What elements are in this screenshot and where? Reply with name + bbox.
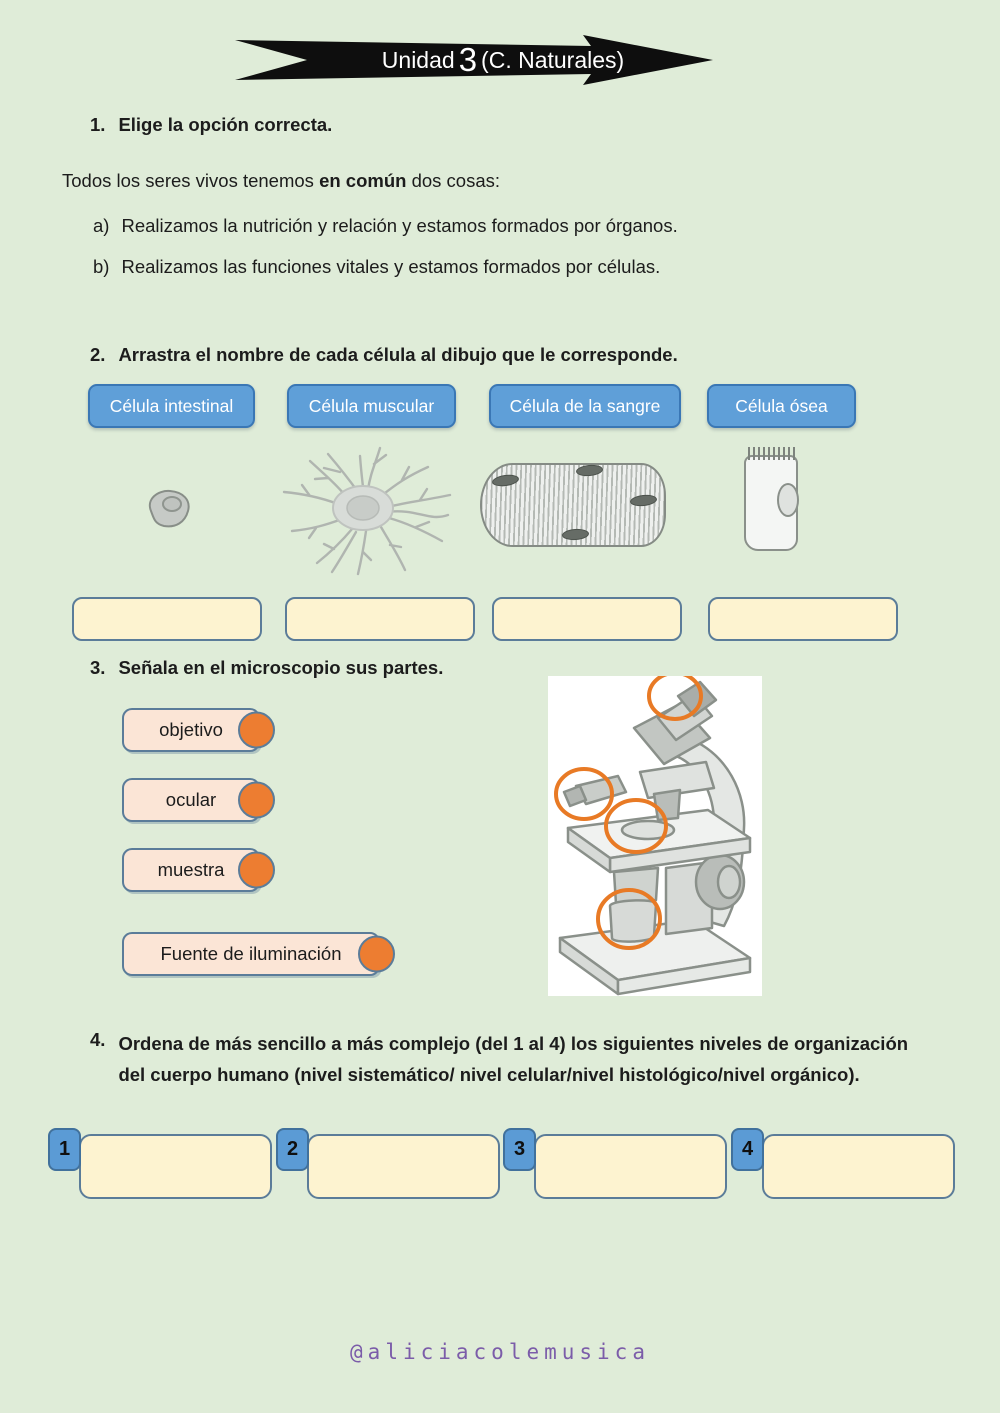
order-slot-3: 3 xyxy=(503,1128,729,1200)
bone-cell-icon xyxy=(282,446,452,576)
drag-chip-celula-intestinal[interactable]: Célula intestinal xyxy=(88,384,255,428)
question1-intro: Todos los seres vivos tenemos en común d… xyxy=(62,170,500,192)
microscope-icon xyxy=(554,676,752,996)
slot-number-badge: 2 xyxy=(276,1128,309,1171)
question1-heading: 1. Elige la opción correcta. xyxy=(90,113,332,136)
answer-box-cell-3[interactable] xyxy=(492,597,682,641)
answer-box-cell-2[interactable] xyxy=(285,597,475,641)
order-slot-1: 1 xyxy=(48,1128,274,1200)
order-answer-box-3[interactable] xyxy=(534,1134,727,1199)
muscle-cell-image xyxy=(480,463,666,547)
question4-heading: 4. Ordena de más sencillo a más complejo… xyxy=(90,1028,918,1090)
part-label-ocular[interactable]: ocular xyxy=(122,778,275,822)
eyepiece-marker-icon[interactable] xyxy=(647,676,703,721)
question1-number: 1. xyxy=(90,114,106,135)
blood-cell-icon xyxy=(148,489,190,528)
intro-text-post: dos cosas: xyxy=(406,170,501,191)
order-answer-box-2[interactable] xyxy=(307,1134,500,1199)
question3-heading: 3. Señala en el microscopio sus partes. xyxy=(90,656,443,679)
ocular-dot-icon[interactable] xyxy=(238,781,275,819)
banner-title-prefix: Unidad xyxy=(381,46,455,73)
order-slot-4: 4 xyxy=(731,1128,957,1200)
option-a[interactable]: a) Realizamos la nutrición y relación y … xyxy=(93,215,678,237)
part-label-text: objetivo xyxy=(159,719,223,740)
answer-box-cell-4[interactable] xyxy=(708,597,898,641)
order-answer-box-4[interactable] xyxy=(762,1134,955,1199)
microscope-image xyxy=(548,676,762,996)
option-b[interactable]: b) Realizamos las funciones vitales y es… xyxy=(93,256,660,278)
option-a-text: Realizamos la nutrición y relación y est… xyxy=(121,215,678,236)
banner-arrow-ribbon-icon xyxy=(235,35,713,85)
unit-banner: Unidad 3 (C. Naturales) xyxy=(235,32,713,88)
intro-text-pre: Todos los seres vivos tenemos xyxy=(62,170,320,191)
answer-box-cell-1[interactable] xyxy=(72,597,262,641)
drag-chip-celula-muscular[interactable]: Célula muscular xyxy=(287,384,456,428)
part-label-fuente-iluminacion[interactable]: Fuente de iluminación xyxy=(122,932,395,976)
author-handle: @aliciacolemusica xyxy=(350,1340,650,1364)
question2-heading: 2. Arrastra el nombre de cada célula al … xyxy=(90,343,678,366)
slot-number-badge: 1 xyxy=(48,1128,81,1171)
drag-chip-celula-sangre[interactable]: Célula de la sangre xyxy=(489,384,681,428)
part-label-muestra[interactable]: muestra xyxy=(122,848,275,892)
intestinal-cell-image xyxy=(742,447,804,555)
muestra-dot-icon[interactable] xyxy=(238,851,275,889)
order-slot-2: 2 xyxy=(276,1128,502,1200)
question4-title: Ordena de más sencillo a más complejo (d… xyxy=(118,1033,909,1086)
banner-title-number: 3 xyxy=(458,41,478,78)
objetivo-dot-icon[interactable] xyxy=(238,711,275,749)
intro-text-bold: en común xyxy=(319,170,407,191)
question2-title: Arrastra el nombre de cada célula al dib… xyxy=(118,344,678,365)
slot-number-badge: 3 xyxy=(503,1128,536,1171)
order-answer-box-1[interactable] xyxy=(79,1134,272,1199)
option-b-letter: b) xyxy=(93,256,110,277)
question3-title: Señala en el microscopio sus partes. xyxy=(118,657,444,678)
part-label-text: muestra xyxy=(157,859,225,880)
objective-marker-icon[interactable] xyxy=(554,767,614,821)
question1-title: Elige la opción correcta. xyxy=(118,114,333,135)
fuente-dot-icon[interactable] xyxy=(358,935,395,973)
question3-number: 3. xyxy=(90,657,106,678)
stage-sample-marker-icon[interactable] xyxy=(604,798,668,854)
intestinal-cell-nucleus xyxy=(777,483,799,517)
question4-number: 4. xyxy=(90,1029,106,1050)
question2-number: 2. xyxy=(90,344,106,365)
blood-cell-image xyxy=(138,482,194,534)
option-b-text: Realizamos las funciones vitales y estam… xyxy=(121,256,661,277)
slot-number-badge: 4 xyxy=(731,1128,764,1171)
light-source-marker-icon[interactable] xyxy=(596,888,662,950)
drag-chip-celula-osea[interactable]: Célula ósea xyxy=(707,384,856,428)
part-label-text: ocular xyxy=(165,789,217,810)
part-label-objetivo[interactable]: objetivo xyxy=(122,708,275,752)
bone-cell-image xyxy=(268,442,463,580)
option-a-letter: a) xyxy=(93,215,110,236)
banner-title-suffix: (C. Naturales) xyxy=(481,46,625,73)
microvilli-brush-border xyxy=(748,447,796,460)
banner-title: Unidad 3 (C. Naturales) xyxy=(235,32,713,88)
part-label-text: Fuente de iluminación xyxy=(160,943,342,964)
